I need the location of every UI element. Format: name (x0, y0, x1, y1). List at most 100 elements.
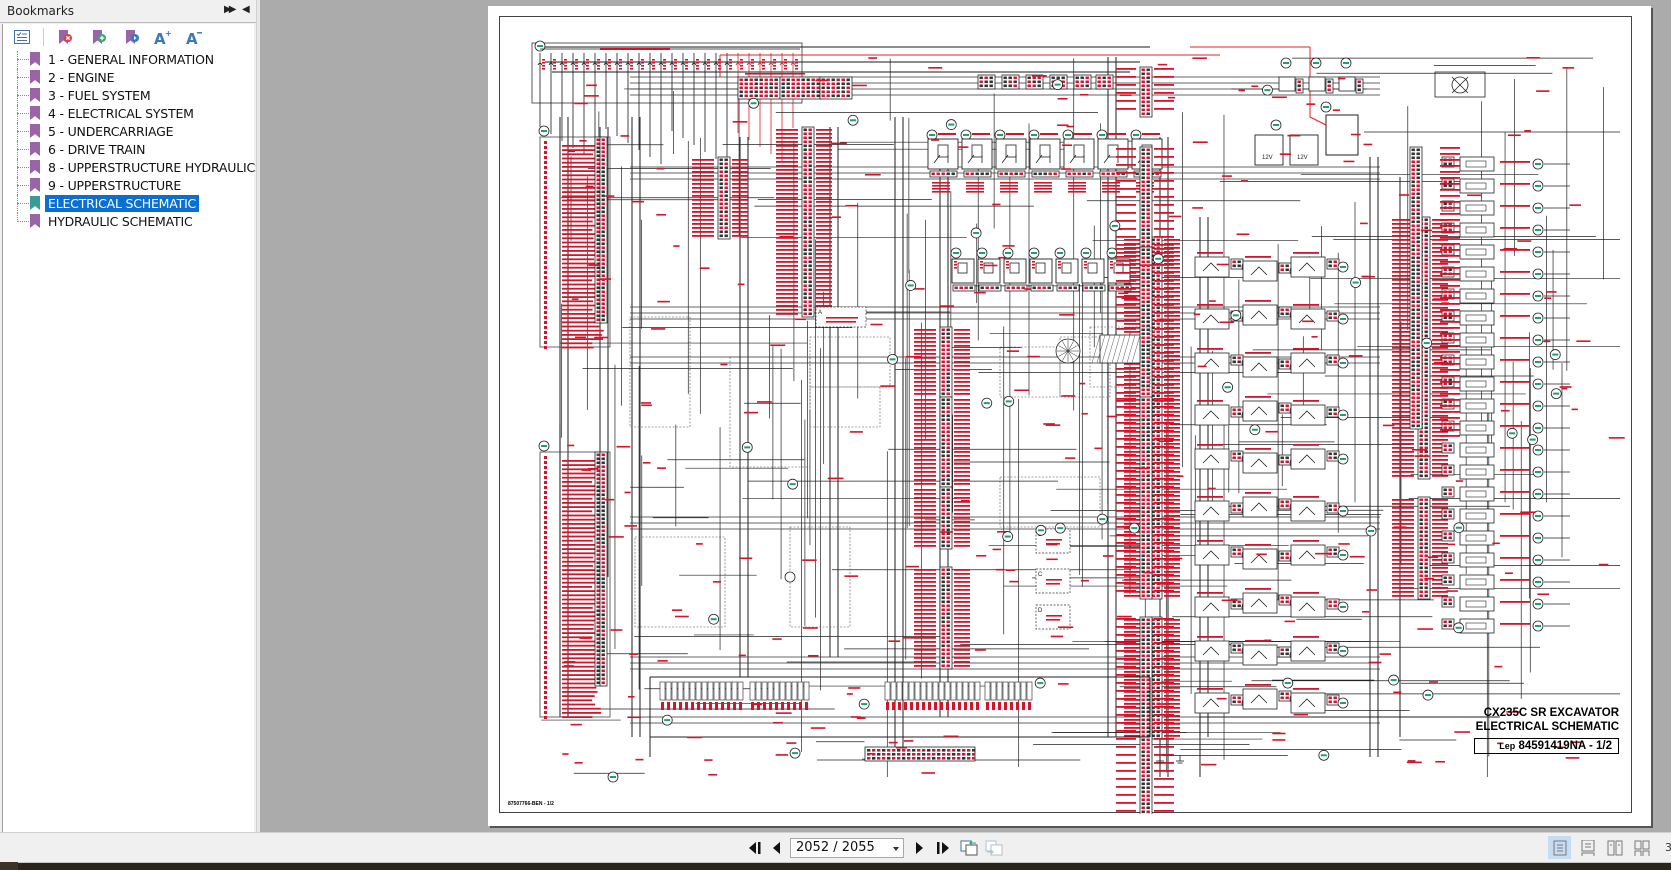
pin-label (544, 691, 547, 694)
bookmark-item[interactable]: 2 - ENGINE (3, 69, 255, 87)
facing-view-button[interactable] (1603, 836, 1626, 859)
bookmark-item[interactable]: 6 - DRIVE TRAIN (3, 141, 255, 159)
expand-all-button[interactable] (11, 27, 33, 47)
next-page-button[interactable] (912, 839, 926, 857)
wire-label (657, 467, 667, 469)
continuous-facing-view-button[interactable] (1630, 836, 1653, 859)
bookmark-properties-button[interactable] (121, 27, 143, 47)
connector-pin (808, 196, 812, 200)
badge-label (1131, 527, 1138, 530)
connector-pin (1146, 674, 1150, 678)
tree-connector (17, 149, 31, 150)
connector-pin (596, 545, 600, 549)
wire-label (1440, 279, 1460, 281)
connector-pin (601, 158, 605, 162)
connector-pin (941, 450, 945, 454)
double-right-arrow-icon[interactable]: ▶▶ (224, 4, 237, 15)
connector-pin (596, 657, 600, 661)
component-label (1245, 256, 1271, 258)
add-bookmark-button[interactable] (88, 27, 110, 47)
decrease-font-button[interactable]: A (184, 27, 206, 47)
wire-label (562, 321, 596, 324)
wire-label (1116, 180, 1136, 182)
bookmark-ribbon-icon (30, 196, 40, 210)
wire-label (1392, 575, 1414, 577)
continuous-view-button[interactable] (1576, 836, 1599, 859)
page-number-select[interactable]: 2052 / 2055 (790, 838, 904, 858)
bookmark-item[interactable]: HYDRAULIC SCHEMATIC (3, 213, 255, 231)
next-view-button[interactable] (984, 839, 1004, 857)
increase-font-button[interactable]: A+ (152, 27, 174, 47)
wire-label (997, 530, 1009, 533)
connector-pin (601, 545, 605, 549)
wire-label (562, 686, 597, 689)
connector-pin (803, 184, 807, 188)
wire-label (1034, 188, 1052, 190)
bookmark-item[interactable]: 9 - UPPERSTRUCTURE (3, 177, 255, 195)
bookmark-item[interactable]: ELECTRICAL SCHEMATIC (3, 195, 255, 213)
wire-label (1154, 400, 1174, 402)
relay-coil (1073, 144, 1085, 158)
wire-label (1124, 571, 1146, 573)
connector-pin (1146, 164, 1150, 168)
wire-label (1110, 267, 1113, 269)
wire-label (914, 637, 936, 639)
component-label (1245, 448, 1271, 450)
component (1459, 618, 1495, 634)
connector-pin (803, 204, 807, 208)
wire-label (1432, 559, 1448, 561)
connector-pin (1151, 310, 1155, 314)
wire-label (1154, 336, 1174, 338)
component-connector (1441, 442, 1455, 454)
bottom-connector (1002, 681, 1009, 701)
wire-label (1164, 531, 1180, 533)
connector-pin (1141, 702, 1145, 706)
connector-pin (1151, 362, 1155, 366)
connector-pin (601, 641, 605, 645)
connector-pin (596, 593, 600, 597)
connector-pin (979, 76, 983, 80)
wire-label (1116, 244, 1136, 246)
wire-label (1154, 626, 1174, 628)
previous-view-button[interactable] (959, 839, 979, 857)
wire-label (1392, 531, 1414, 533)
wire-label (574, 762, 583, 764)
previous-page-button[interactable] (770, 839, 784, 857)
single-page-view-button[interactable] (1548, 836, 1571, 859)
wire-label (1154, 384, 1174, 386)
last-page-button[interactable] (934, 839, 952, 857)
wire-label (1154, 642, 1174, 644)
left-triangle-icon[interactable]: ◀ (242, 4, 250, 15)
bookmark-item[interactable]: 3 - FUEL SYSTEM (3, 87, 255, 105)
connector-pin (1333, 552, 1337, 556)
wire-label (1124, 559, 1146, 561)
bookmark-item[interactable]: 5 - UNDERCARRIAGE (3, 123, 255, 141)
connector-pin (1146, 558, 1150, 562)
wire-label (586, 62, 589, 64)
component-label (1500, 447, 1530, 449)
connector-pin (1141, 360, 1145, 364)
wire-label (1440, 399, 1460, 401)
connector-pin (1141, 666, 1145, 670)
wire-label (1441, 327, 1452, 329)
document-viewport[interactable]: 12V12VABCD CX235C SR EXCAVATOR ELECTRICA… (260, 0, 1671, 832)
wire-label (848, 687, 861, 689)
bookmark-item[interactable]: 1 - GENERAL INFORMATION (3, 51, 255, 69)
connector-pin (1141, 570, 1145, 574)
connector-pin (1232, 356, 1236, 360)
panel-splitter[interactable] (256, 0, 260, 832)
wire-label (1392, 331, 1414, 333)
wire-label (751, 65, 754, 67)
bookmark-item[interactable]: 4 - ELECTRICAL SYSTEM (3, 105, 255, 123)
pin-label (544, 616, 547, 619)
bookmark-item[interactable]: 8 - UPPERSTRUCTURE HYDRAULICS (3, 159, 263, 177)
fuse-symbol (592, 62, 598, 66)
connector-pin (1419, 546, 1423, 550)
delete-bookmark-button[interactable] (54, 27, 76, 47)
connector-pin (596, 286, 600, 290)
wire-label (692, 219, 714, 221)
wire-label (1140, 264, 1156, 266)
first-page-button[interactable] (746, 839, 764, 857)
connector-pin (1416, 304, 1420, 308)
connector-pin (803, 256, 807, 260)
